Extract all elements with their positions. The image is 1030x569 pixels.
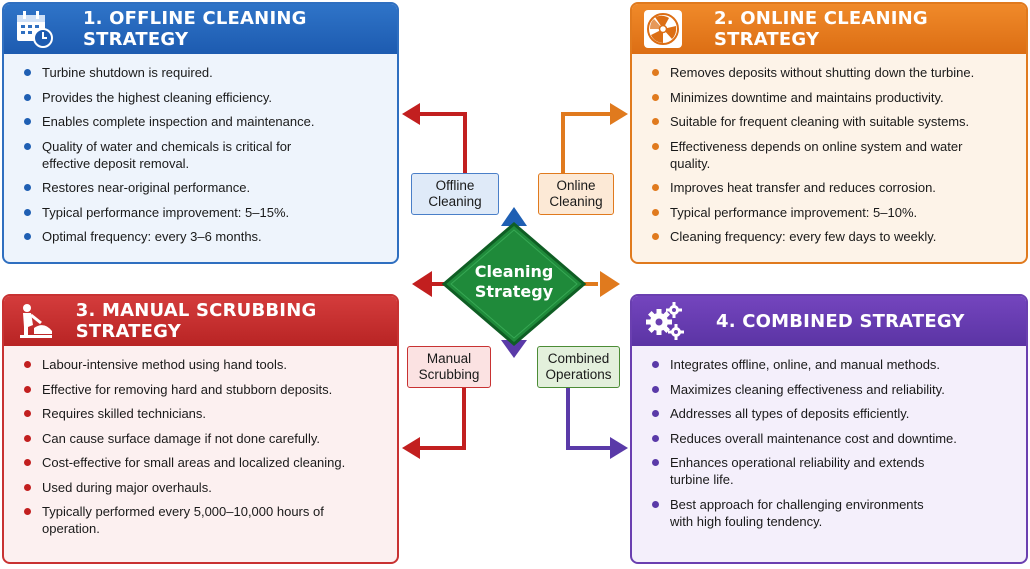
list-item: Cleaning frequency: every few days to we… [650, 228, 1012, 245]
list-item: Restores near-original performance. [22, 179, 383, 196]
list-item: Minimizes downtime and maintains product… [650, 89, 1012, 106]
gears-icon [640, 297, 688, 345]
panel-title: 1. OFFLINE CLEANING STRATEGY [82, 8, 307, 50]
panel-header: 4. COMBINED STRATEGY [632, 296, 1026, 346]
arrowhead-combined [610, 437, 628, 459]
list-item: Typical performance improvement: 5–10%. [650, 204, 1012, 221]
offline-strategy-panel: 1. OFFLINE CLEANING STRATEGY Turbine shu… [2, 2, 399, 264]
turbine-fan-icon [640, 5, 686, 53]
bullet-list: Removes deposits without shutting down t… [650, 64, 1012, 245]
center-diamond [441, 222, 587, 346]
panel-header: 3. MANUAL SCRUBBING STRATEGY [4, 296, 397, 346]
list-item: Turbine shutdown is required. [22, 64, 383, 81]
arrowhead-offline [402, 103, 420, 125]
arrowhead-manual [402, 437, 420, 459]
list-item: Effective for removing hard and stubborn… [22, 381, 383, 398]
list-item: Integrates offline, online, and manual m… [650, 356, 1012, 373]
list-item: Improves heat transfer and reduces corro… [650, 179, 1012, 196]
arrow-manual [418, 388, 466, 450]
list-item: Quality of water and chemicals is critic… [22, 138, 302, 172]
list-item: Used during major overhauls. [22, 479, 383, 496]
panel-title: 2. ONLINE CLEANING STRATEGY [714, 8, 928, 50]
arrowhead-up [501, 207, 527, 226]
online-strategy-panel: 2. ONLINE CLEANING STRATEGY Removes depo… [630, 2, 1028, 264]
list-item: Addresses all types of deposits efficien… [650, 405, 1012, 422]
arrow-online [561, 112, 612, 173]
manual-scrubbing-panel: 3. MANUAL SCRUBBING STRATEGY Labour-inte… [2, 294, 399, 564]
list-item: Labour-intensive method using hand tools… [22, 356, 383, 373]
combined-strategy-panel: 4. COMBINED STRATEGY Integrates offline,… [630, 294, 1028, 564]
panel-title: 4. COMBINED STRATEGY [716, 310, 965, 332]
center-strategy-label: Cleaning Strategy [474, 262, 554, 301]
list-item: Can cause surface damage if not done car… [22, 430, 383, 447]
worker-scrubbing-icon [12, 297, 56, 345]
list-item: Typical performance improvement: 5–15%. [22, 204, 383, 221]
list-item: Removes deposits without shutting down t… [650, 64, 1012, 81]
arrow-offline [418, 112, 467, 173]
calendar-clock-icon [12, 5, 57, 53]
list-item: Reduces overall maintenance cost and dow… [650, 430, 1012, 447]
bullet-list: Integrates offline, online, and manual m… [650, 356, 1012, 530]
list-item: Provides the highest cleaning efficiency… [22, 89, 383, 106]
arrowhead-online [610, 103, 628, 125]
list-item: Optimal frequency: every 3–6 months. [22, 228, 383, 245]
list-item: Cost-effective for small areas and local… [22, 454, 383, 471]
arrowhead-right [600, 271, 620, 297]
bullet-list: Labour-intensive method using hand tools… [22, 356, 383, 537]
list-item: Suitable for frequent cleaning with suit… [650, 113, 1012, 130]
list-item: Best approach for challenging environmen… [650, 496, 950, 530]
arrowhead-down [501, 340, 527, 358]
list-item: Requires skilled technicians. [22, 405, 383, 422]
list-item: Effectiveness depends on online system a… [650, 138, 990, 172]
panel-header: 1. OFFLINE CLEANING STRATEGY [4, 4, 397, 54]
list-item: Enhances operational reliability and ext… [650, 454, 960, 488]
list-item: Typically performed every 5,000–10,000 h… [22, 503, 342, 537]
arrow-combined [566, 388, 612, 450]
panel-header: 2. ONLINE CLEANING STRATEGY [632, 4, 1026, 54]
bullet-list: Turbine shutdown is required. Provides t… [22, 64, 383, 245]
list-item: Maximizes cleaning effectiveness and rel… [650, 381, 1012, 398]
arrowhead-left [412, 271, 432, 297]
list-item: Enables complete inspection and maintena… [22, 113, 383, 130]
panel-title: 3. MANUAL SCRUBBING STRATEGY [75, 300, 317, 342]
